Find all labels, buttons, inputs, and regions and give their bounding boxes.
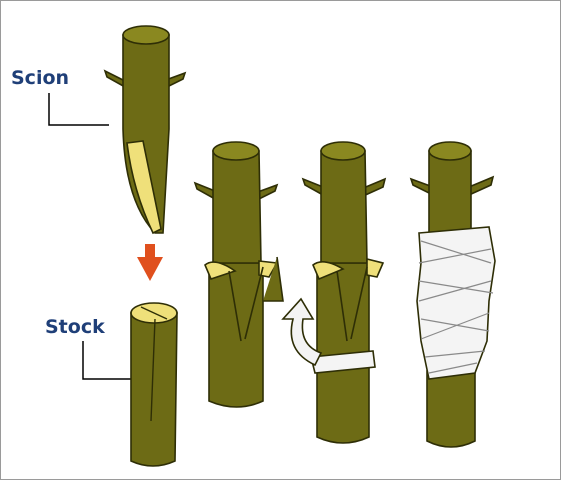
graft-stage-joined (193, 141, 284, 408)
scion-leader-line (48, 93, 109, 126)
stock-label: Stock (45, 316, 105, 338)
wrapped-tape (416, 226, 496, 380)
leader-lines (48, 93, 151, 380)
scion-label: Scion (11, 67, 70, 89)
down-arrow-icon (137, 244, 163, 281)
stock-leader-line (82, 341, 151, 380)
graft-stage-wrapping (281, 141, 387, 444)
wrap-direction-arrow-icon (281, 297, 323, 367)
stock-stem (130, 302, 178, 467)
scion-stem (103, 25, 187, 235)
wrapping-tape (309, 350, 376, 374)
graft-stage-wrapped (409, 141, 496, 448)
